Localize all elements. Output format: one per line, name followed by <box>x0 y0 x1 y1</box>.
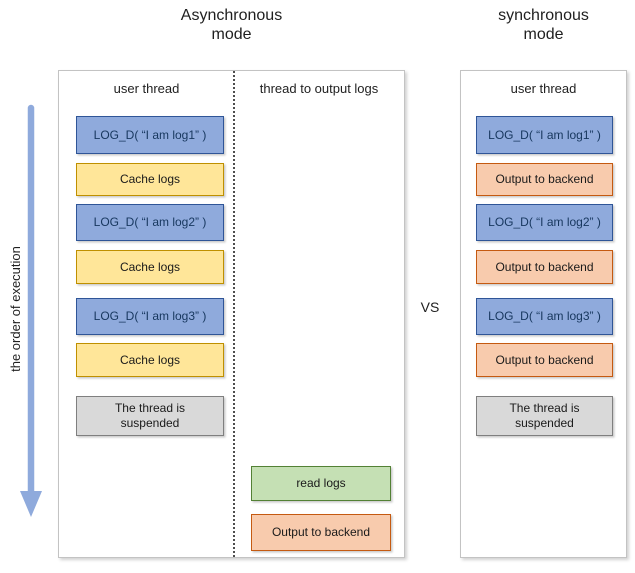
async-output-thread-header: thread to output logs <box>259 81 379 96</box>
async-mode-title: Asynchronous mode <box>180 7 283 43</box>
async-user-thread-header: user thread <box>113 81 180 96</box>
execution-order-label: the order of execution <box>8 246 23 372</box>
async-cache-logs-box-3: Cache logs <box>76 343 224 377</box>
thread-divider-dotted-line <box>233 71 235 557</box>
async-log-call-box-2: LOG_D( “I am log2” ) <box>76 204 224 241</box>
async-read-logs-box: read logs <box>251 466 391 501</box>
sync-user-thread-header: user thread <box>510 81 577 96</box>
async-log-call-box-3: LOG_D( “I am log3” ) <box>76 298 224 335</box>
sync-output-backend-box-2: Output to backend <box>476 250 613 284</box>
sync-mode-title: synchronous mode <box>498 7 589 43</box>
sync-log-call-box-1: LOG_D( “I am log1” ) <box>476 116 613 154</box>
async-output-backend-box: Output to backend <box>251 514 391 551</box>
async-log-call-box-1: LOG_D( “I am log1” ) <box>76 116 224 154</box>
sync-panel: user thread LOG_D( “I am log1” ) Output … <box>460 70 627 558</box>
async-panel: user thread thread to output logs LOG_D(… <box>58 70 405 558</box>
vs-label: VS <box>420 299 440 315</box>
sync-output-backend-box-3: Output to backend <box>476 343 613 377</box>
sync-log-call-box-2: LOG_D( “I am log2” ) <box>476 204 613 241</box>
sync-thread-suspended-box: The thread is suspended <box>476 396 613 436</box>
execution-order-down-arrow-icon <box>20 104 42 517</box>
async-cache-logs-box-2: Cache logs <box>76 250 224 284</box>
sync-output-backend-box-1: Output to backend <box>476 163 613 196</box>
sync-log-call-box-3: LOG_D( “I am log3” ) <box>476 298 613 335</box>
async-thread-suspended-box: The thread is suspended <box>76 396 224 436</box>
async-cache-logs-box-1: Cache logs <box>76 163 224 196</box>
